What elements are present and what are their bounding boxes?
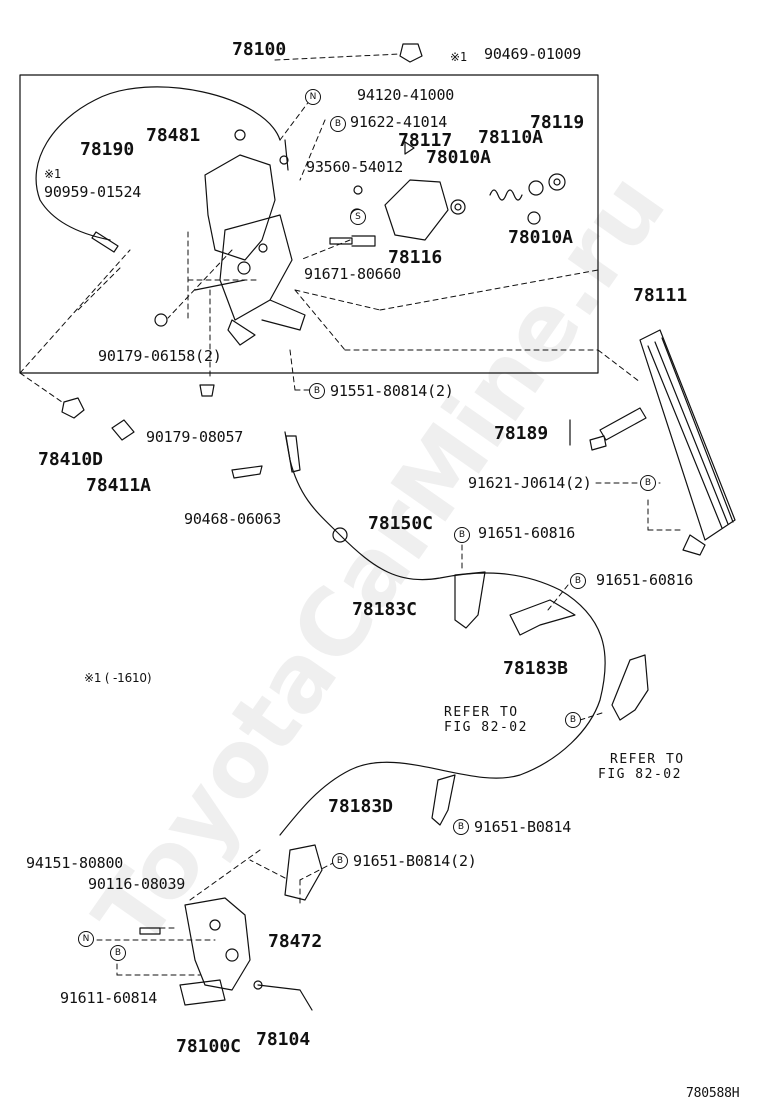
clamp-90468 [231, 465, 263, 479]
label-78117: 78117 [398, 130, 453, 151]
bolt-marker: B [110, 945, 126, 961]
label-78100: 78100 [232, 39, 287, 60]
bolt-78189 [599, 407, 647, 441]
label-94151-80800: 94151-80800 [26, 854, 124, 872]
label-78481: 78481 [146, 125, 201, 146]
label-78111: 78111 [633, 285, 688, 306]
label-91621-J0614: 91621-J0614(2) [468, 474, 592, 492]
label-78010A-top: 78010A [426, 147, 492, 168]
label-78183C: 78183C [352, 599, 418, 620]
label-91651-60816-b: 91651-60816 [596, 571, 694, 589]
label-90179-08057: 90179-08057 [146, 428, 244, 446]
stopper-78481 [234, 129, 246, 141]
label-78116: 78116 [388, 247, 443, 268]
spring-78110A [489, 189, 523, 201]
label-78104: 78104 [256, 1029, 311, 1050]
bolt-marker: B [570, 573, 586, 589]
bolt-91671 [329, 237, 353, 245]
nut-marker: N [78, 931, 94, 947]
cable-78150C [279, 431, 606, 836]
label-78119: 78119 [530, 112, 585, 133]
label-90468-06063: 90468-06063 [184, 510, 282, 528]
label-refer-right-2: FIG 82-02 [598, 767, 682, 782]
bolt-marker: B [332, 853, 348, 869]
assembly-box [19, 74, 599, 374]
bracket-78183B [509, 599, 576, 636]
screw-marker: S [350, 209, 366, 225]
label-78190: 78190 [80, 139, 135, 160]
part-78010A [527, 211, 541, 225]
bracket-78183C [454, 571, 486, 629]
label-78472: 78472 [268, 931, 323, 952]
label-78411A: 78411A [86, 475, 152, 496]
cable-end-78190 [91, 231, 119, 253]
label-91611-60814: 91611-60814 [60, 989, 158, 1007]
leader-lines [19, 53, 681, 976]
label-91651-B0814: 91651-B0814 [474, 818, 572, 836]
label-78189: 78189 [494, 423, 549, 444]
label-clip-mark: ※1 [450, 50, 467, 64]
bracket-refer [611, 654, 649, 721]
bracket-78183D [431, 774, 456, 826]
part-78411A [111, 419, 135, 441]
part-78119 [548, 173, 566, 191]
label-clip2-mark: ※1 [44, 167, 61, 181]
cushion-90179 [199, 384, 215, 397]
label-91651-B0814-2: 91651-B0814(2) [353, 852, 477, 870]
label-78150C: 78150C [368, 513, 434, 534]
bolt-marker: B [330, 116, 346, 132]
bolt-marker: B [565, 712, 581, 728]
label-91622-41014: 91622-41014 [350, 113, 448, 131]
nut-marker: N [305, 89, 321, 105]
label-91671-80660: 91671-80660 [304, 265, 402, 283]
bracket-78472 [284, 844, 323, 901]
actuator-78100C [184, 897, 251, 991]
label-refer-left-1: REFER TO [444, 705, 519, 720]
pedal-78111 [639, 329, 736, 541]
bolt-marker: B [454, 527, 470, 543]
label-91651-60816-a: 91651-60816 [478, 524, 576, 542]
label-90959-01524: 90959-01524 [44, 183, 142, 201]
rod-78104 [257, 984, 313, 1011]
label-78183B: 78183B [503, 658, 569, 679]
label-94120-41000: 94120-41000 [357, 86, 455, 104]
pin-90116 [139, 927, 161, 935]
label-93560-54012: 93560-54012 [306, 158, 404, 176]
label-78183D: 78183D [328, 796, 394, 817]
clip-90469 [399, 43, 423, 63]
label-refer-left-2: FIG 82-02 [444, 720, 528, 735]
pedal-bracket [204, 154, 276, 261]
note-serial: ※1 ( -1610) [84, 671, 152, 685]
cable-78190 [35, 86, 281, 241]
part-78410D [61, 397, 85, 419]
label-90116-08039: 90116-08039 [88, 875, 186, 893]
label-78410D: 78410D [38, 449, 104, 470]
bolt-marker: B [453, 819, 469, 835]
label-refer-right-1: REFER TO [610, 752, 685, 767]
part-78117 [404, 141, 415, 155]
bracket-78116 [384, 179, 449, 241]
label-90179-06158: 90179-06158(2) [98, 347, 222, 365]
bolt-marker: B [640, 475, 656, 491]
label-78010A-bottom: 78010A [508, 227, 574, 248]
figure-code: 780588H [686, 1086, 740, 1101]
label-78110A: 78110A [478, 127, 544, 148]
label-91551-80814: 91551-80814(2) [330, 382, 454, 400]
label-78100C: 78100C [176, 1036, 242, 1057]
bolt-marker: B [309, 383, 325, 399]
label-90469-01009: 90469-01009 [484, 45, 582, 63]
